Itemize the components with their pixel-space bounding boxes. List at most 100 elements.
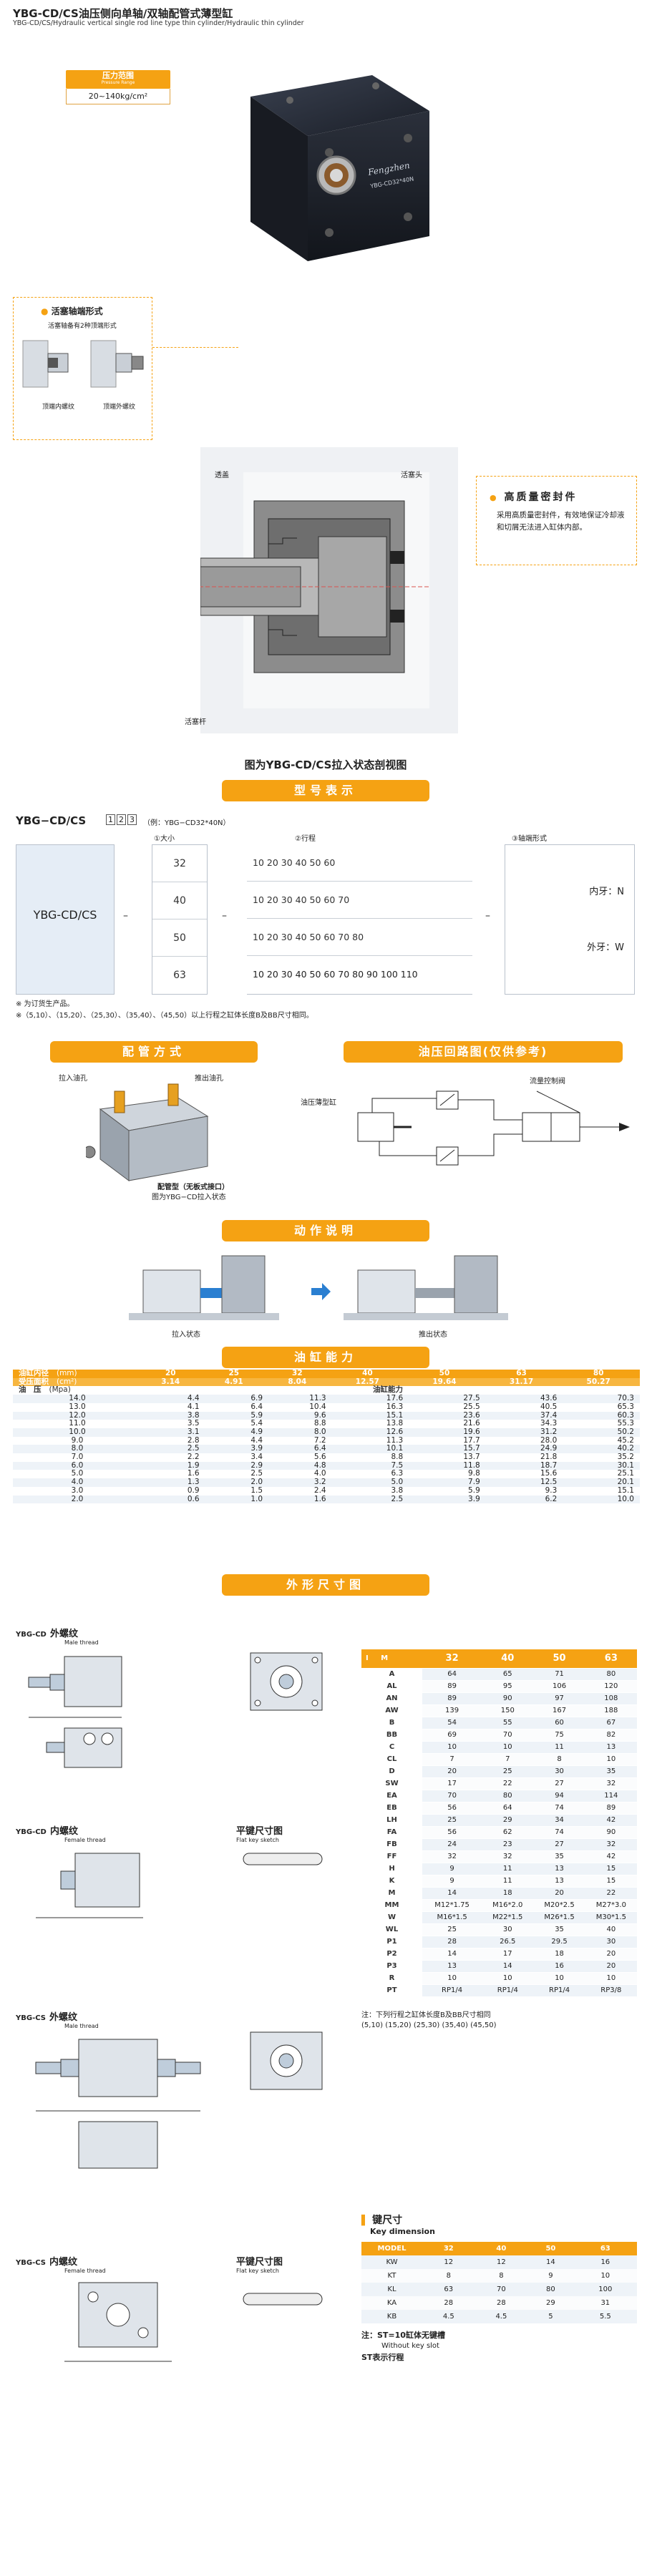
force-cell: 2.2	[187, 1453, 200, 1462]
force-cell: 3.8	[187, 1410, 200, 1420]
cd-male-header: YBG-CD 外螺纹 Male thread	[16, 1626, 99, 1646]
dim-value: M30*1.5	[585, 1911, 637, 1924]
force-cell: 7.2	[313, 1435, 326, 1445]
dim-value: 25	[422, 1814, 482, 1827]
force-cell: 10.0	[617, 1494, 634, 1503]
area-cell: 19.64	[432, 1377, 457, 1386]
force-cell: 8.8	[391, 1453, 404, 1462]
key-sketch-cn: 平键尺寸图	[236, 1826, 283, 1837]
dim-value: M16*2.0	[482, 1899, 534, 1912]
dim-value: 10	[422, 1972, 482, 1985]
force-cell: 50.2	[617, 1427, 634, 1436]
dim-value: 30	[585, 1936, 637, 1948]
dim-key: AL	[361, 1680, 422, 1693]
dim-key: P3	[361, 1960, 422, 1973]
force-cell: 0.9	[187, 1485, 200, 1495]
cd-female-model: YBG-CD	[16, 1828, 47, 1836]
capability-title: 油缸能力	[222, 1347, 429, 1368]
force-cell: 25.1	[617, 1469, 634, 1478]
dim-header-row: I M 32 40 50 63	[361, 1649, 637, 1669]
bullet-icon: ●	[41, 306, 49, 316]
force-cell: 2.5	[187, 1444, 200, 1453]
force-cell: 9.8	[468, 1469, 480, 1478]
dim-value: 55	[482, 1717, 534, 1729]
area-label: 受压面积	[19, 1377, 49, 1386]
dimensions-title: 外形尺寸图	[222, 1574, 429, 1596]
force-cell: 13.7	[463, 1453, 480, 1462]
dim-size-col: 63	[585, 1649, 637, 1669]
cs-female-drawing	[64, 2282, 172, 2362]
dim-size-col: 50	[533, 1649, 585, 1669]
dim-value: 89	[585, 1802, 637, 1815]
circuit-diagram	[357, 1091, 630, 1166]
dim-value: 62	[482, 1826, 534, 1839]
dim-value: 11	[482, 1863, 534, 1875]
dim-value: 14	[482, 1960, 534, 1973]
product-photo: Fengzhen YBG-CD32*40N	[250, 75, 429, 261]
force-cell: 23.6	[463, 1410, 480, 1420]
pressure-row: 油 压 (Mpa) 油缸能力	[13, 1386, 640, 1395]
force-cell: 6.2	[545, 1494, 558, 1503]
dim-value: 82	[585, 1729, 637, 1742]
cd-female-cn: 内螺纹	[49, 1826, 78, 1837]
force-cell: 5.6	[313, 1453, 326, 1462]
dim-value: 54	[422, 1717, 482, 1729]
cs-male-cn: 外螺纹	[49, 2012, 78, 2023]
model-section-title: 型号表示	[222, 780, 429, 801]
force-cell: 20.1	[617, 1478, 634, 1487]
key-label: KB	[361, 2310, 422, 2323]
piping-caption-1: 配管型（无板式接口）	[157, 1184, 229, 1191]
force-cell: 3.9	[250, 1444, 263, 1453]
order-box-3: 3	[127, 814, 137, 825]
force-cell: 3.9	[468, 1494, 480, 1503]
force-cell: 16.3	[386, 1402, 404, 1411]
key-dim-header: ▌ 键尺寸 Key dimension	[361, 2212, 435, 2236]
dim-value: 28	[422, 1936, 482, 1948]
dim-key: B	[361, 1717, 422, 1729]
force-cell: 35.2	[617, 1453, 634, 1462]
force-cell: 10.4	[309, 1402, 326, 1411]
force-cell: 9.3	[545, 1485, 558, 1495]
size-column: 32 40 50 63	[152, 844, 208, 995]
page-subtitle: YBG-CD/CS/Hydraulic vertical single rod …	[13, 19, 304, 27]
key-value: 28	[422, 2296, 475, 2310]
dim-value: 25	[482, 1765, 534, 1778]
force-cell: 13.8	[386, 1419, 404, 1428]
force-cell: 70.3	[617, 1394, 634, 1403]
dim-key: W	[361, 1911, 422, 1924]
force-cell: 15.1	[617, 1485, 634, 1495]
piping-drawing	[86, 1083, 209, 1181]
force-cell: 1.0	[250, 1494, 263, 1503]
pressure-col-label: 油 压	[19, 1385, 42, 1395]
dim-value: 64	[422, 1668, 482, 1681]
size-item: 40	[152, 882, 207, 919]
area-cell: 50.27	[586, 1377, 610, 1386]
dim-value: 114	[585, 1790, 637, 1802]
dim-value: 15	[585, 1863, 637, 1875]
force-cell: 4.0	[313, 1469, 326, 1478]
pressure-cell: 11.0	[69, 1419, 86, 1428]
dim-key: EB	[361, 1802, 422, 1815]
force-cell: 11.3	[386, 1435, 404, 1445]
stroke-item: 10 20 30 40 50 60 70 80 90 100 110	[253, 969, 418, 980]
key-value: 28	[475, 2296, 528, 2310]
dim-value: RP1/4	[482, 1984, 534, 1997]
dim-value: 42	[585, 1850, 637, 1863]
key-size-col: 63	[573, 2242, 637, 2255]
dim-value: 75	[533, 1729, 585, 1742]
force-label: 油缸能力	[373, 1385, 403, 1395]
action-pull-label: 拉入状态	[172, 1331, 200, 1339]
force-cell: 8.8	[313, 1419, 326, 1428]
area-row: 受压面积 (cm²) 3.14 4.91 8.04 12.57 19.64 31…	[13, 1377, 640, 1387]
force-cell: 37.4	[540, 1410, 558, 1420]
dim-value: 89	[422, 1692, 482, 1705]
dim-value: 13	[422, 1960, 482, 1973]
